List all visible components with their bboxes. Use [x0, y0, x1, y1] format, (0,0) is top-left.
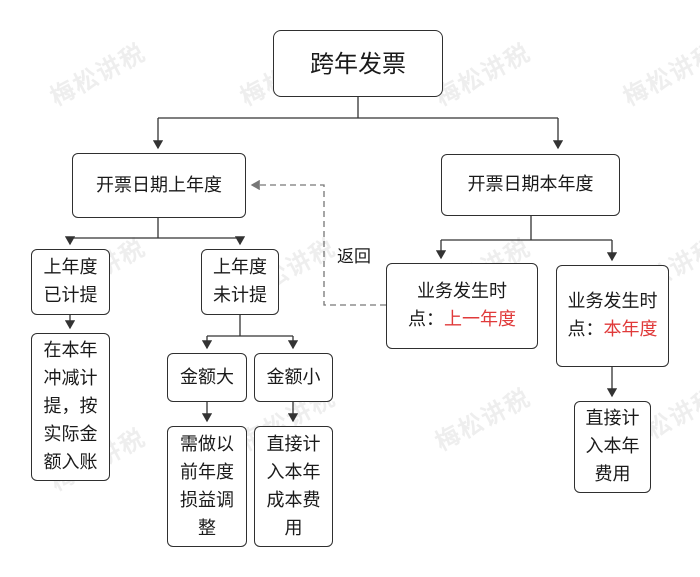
- large-result-line: 需做以: [180, 433, 234, 455]
- amount-small-label: 金额小: [266, 366, 321, 388]
- left-branch-node: 开票日期上年度: [72, 153, 246, 218]
- this-year-prefix: 点：: [567, 319, 604, 340]
- not-accrued-line-1: 上年度: [213, 257, 267, 278]
- left-branch-label: 开票日期上年度: [96, 174, 222, 196]
- right-branch-node: 开票日期本年度: [441, 154, 620, 216]
- root-node: 跨年发票: [273, 30, 443, 97]
- accrued-node: 上年度 已计提: [31, 249, 110, 315]
- accrued-line-1: 上年度: [43, 257, 98, 278]
- prev-year-node: 业务发生时 点：上一年度: [386, 263, 538, 349]
- this-year-result-line: 直接计: [585, 408, 640, 429]
- prev-year-line-1: 业务发生时: [417, 281, 507, 302]
- not-accrued-line-2: 未计提: [213, 285, 267, 306]
- this-year-highlight: 本年度: [603, 319, 658, 340]
- small-result-line: 成本费: [266, 489, 321, 511]
- this-year-result-line: 费用: [594, 464, 631, 485]
- accrued-result-line: 实际金: [43, 424, 98, 445]
- accrued-result-line: 提，按: [43, 396, 98, 417]
- this-year-node: 业务发生时 点：本年度: [556, 265, 669, 367]
- accrued-line-2: 已计提: [43, 285, 98, 306]
- prev-year-prefix: 点：: [408, 309, 444, 330]
- root-label: 跨年发票: [310, 49, 406, 78]
- amount-large-node: 金额大: [167, 353, 247, 402]
- right-branch-label: 开票日期本年度: [467, 174, 594, 195]
- large-result-line: 整: [198, 517, 216, 539]
- accrued-result-line: 在本年: [43, 340, 98, 361]
- this-year-result-node: 直接计 入本年 费用: [574, 401, 651, 493]
- large-result-line: 前年度: [180, 461, 234, 483]
- accrued-result-node: 在本年 冲减计 提，按 实际金 额入账: [31, 333, 110, 481]
- this-year-line-1: 业务发生时: [567, 291, 658, 312]
- small-result-line: 直接计: [266, 433, 321, 455]
- small-result-line: 用: [284, 517, 303, 539]
- amount-small-node: 金额小: [254, 353, 333, 402]
- amount-large-label: 金额大: [180, 366, 234, 388]
- small-result-node: 直接计 入本年 成本费 用: [254, 426, 333, 547]
- accrued-result-line: 冲减计: [43, 368, 98, 389]
- not-accrued-node: 上年度 未计提: [201, 249, 279, 315]
- large-result-line: 损益调: [180, 489, 234, 511]
- large-result-node: 需做以 前年度 损益调 整: [167, 426, 247, 547]
- return-label: 返回: [337, 247, 371, 267]
- return-arrow: [250, 179, 386, 306]
- small-result-line: 入本年: [266, 461, 321, 483]
- prev-year-highlight: 上一年度: [444, 309, 516, 330]
- accrued-result-line: 额入账: [43, 452, 98, 473]
- this-year-result-line: 入本年: [585, 436, 640, 457]
